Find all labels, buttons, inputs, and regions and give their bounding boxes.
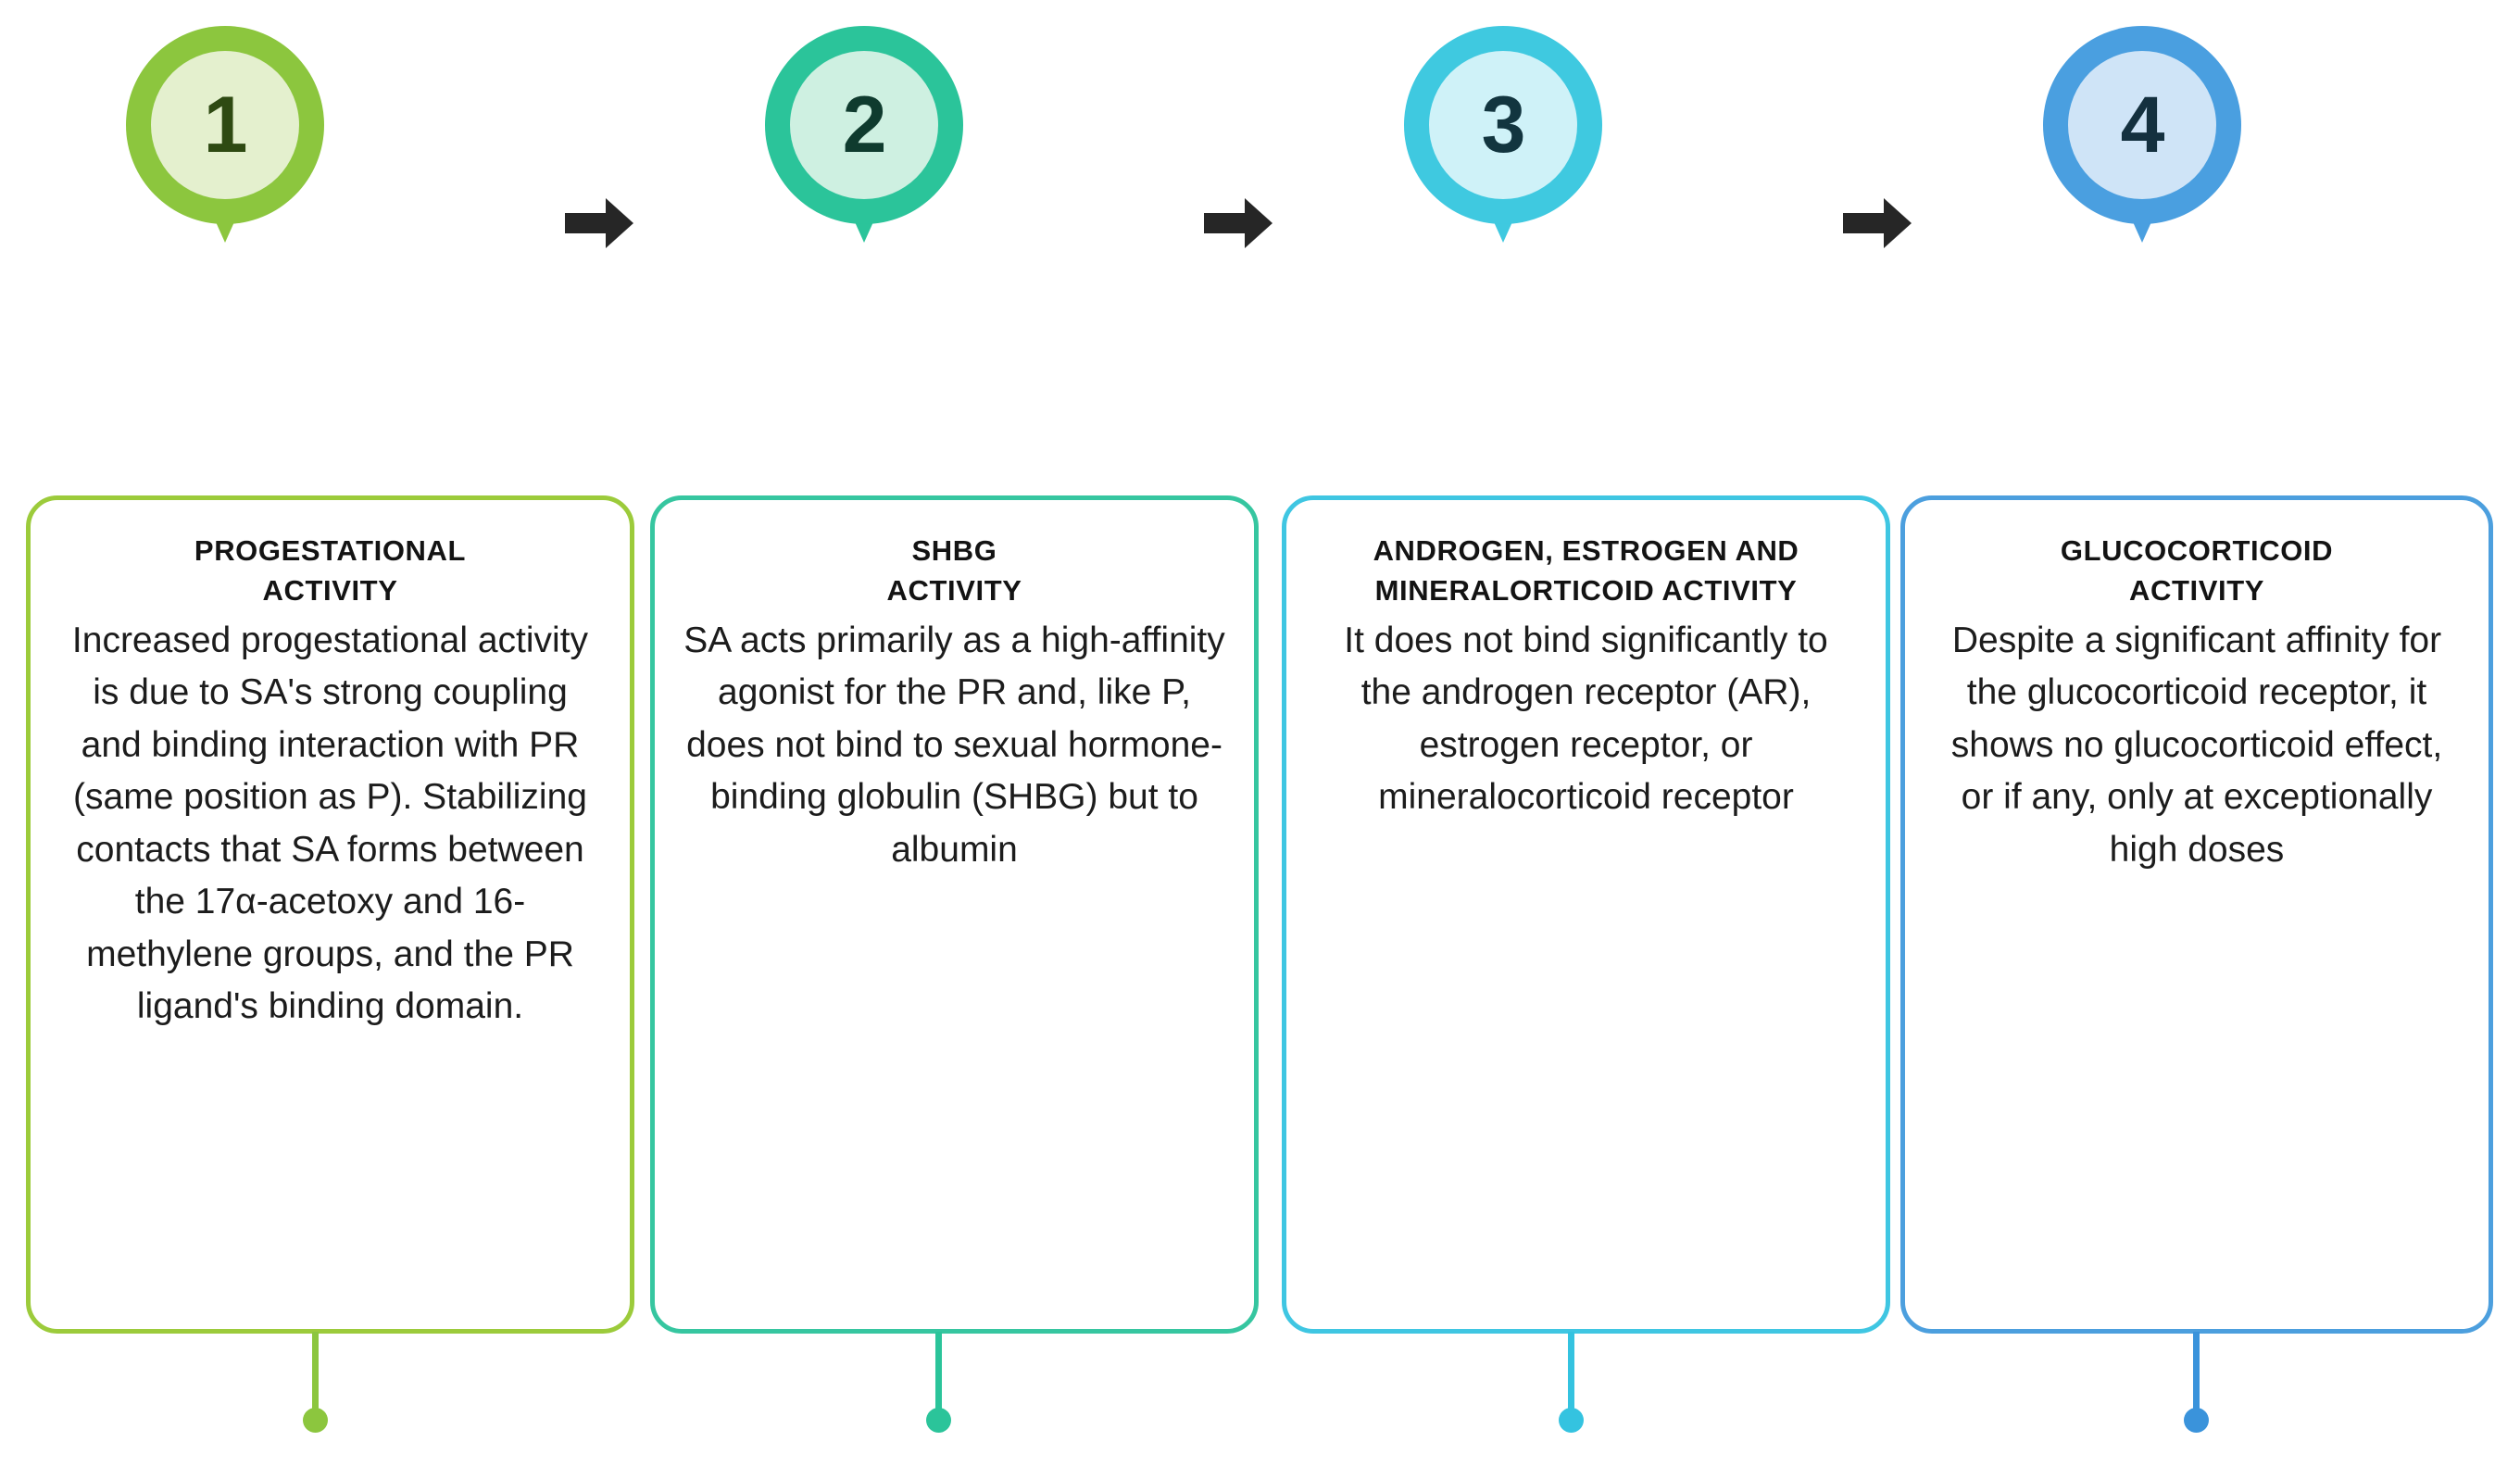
step-card-body-text-1: Increased progestational activity is due… — [71, 620, 589, 1027]
pin-shape-1: 1 — [126, 26, 324, 243]
step-card-body-1: Increased progestational activity is due… — [58, 615, 602, 1310]
card-connector-dot-1 — [303, 1408, 328, 1433]
step-badge-3[interactable]: 3 — [1304, 26, 1702, 332]
card-connector-stem-3 — [1568, 1332, 1574, 1413]
card-connector-stem-2 — [935, 1332, 942, 1413]
step-card-title-3: ANDROGEN, ESTROGEN AND MINERALORTICOID A… — [1373, 534, 1799, 607]
step-card-body-2: SA acts primarily as a high-affinity ago… — [683, 615, 1226, 1310]
step-card-body-3: It does not bind significantly to the an… — [1314, 615, 1858, 1310]
pin-shape-4: 4 — [2043, 26, 2241, 243]
card-connector-stem-1 — [312, 1332, 319, 1413]
step-card-4[interactable]: GLUCOCORTICOID ACTIVITY Despite a signif… — [1900, 495, 2493, 1334]
step-card-body-text-4: Despite a significant affinity for the g… — [1950, 620, 2443, 870]
step-badge-1[interactable]: 1 — [26, 26, 424, 332]
step-card-title-1: PROGESTATIONAL ACTIVITY — [194, 534, 467, 607]
pin-shape-3: 3 — [1404, 26, 1602, 243]
pin-inner-1: 1 — [151, 51, 299, 199]
pin-inner-4: 4 — [2068, 51, 2216, 199]
step-badge-2[interactable]: 2 — [665, 26, 1063, 332]
arrow-right-icon-1 — [563, 194, 635, 252]
step-number-2: 2 — [842, 81, 887, 169]
step-number-1: 1 — [203, 81, 248, 169]
step-card-body-text-3: It does not bind significantly to the an… — [1344, 620, 1828, 818]
step-number-4: 4 — [2120, 81, 2165, 169]
arrow-right-icon-3 — [1841, 194, 1913, 252]
step-card-3[interactable]: ANDROGEN, ESTROGEN AND MINERALORTICOID A… — [1282, 495, 1890, 1334]
step-card-2[interactable]: SHBG ACTIVITY SA acts primarily as a hig… — [650, 495, 1259, 1334]
step-card-title-2: SHBG ACTIVITY — [886, 534, 1022, 607]
step-card-title-4: GLUCOCORTICOID ACTIVITY — [2060, 534, 2334, 607]
step-card-body-text-2: SA acts primarily as a high-affinity ago… — [683, 620, 1225, 870]
pin-inner-3: 3 — [1429, 51, 1577, 199]
card-connector-dot-3 — [1559, 1408, 1584, 1433]
card-connector-stem-4 — [2193, 1332, 2200, 1413]
step-badge-row: 1 2 3 — [0, 0, 2520, 482]
arrow-right-icon-2 — [1202, 194, 1274, 252]
card-connector-dot-2 — [926, 1408, 951, 1433]
step-number-3: 3 — [1481, 81, 1526, 169]
pin-shape-2: 2 — [765, 26, 963, 243]
card-connector-dot-4 — [2184, 1408, 2209, 1433]
pin-inner-2: 2 — [790, 51, 938, 199]
step-card-1[interactable]: PROGESTATIONAL ACTIVITY Increased proges… — [26, 495, 634, 1334]
step-card-body-4: Despite a significant affinity for the g… — [1933, 615, 2461, 1310]
step-badge-4[interactable]: 4 — [1943, 26, 2341, 332]
